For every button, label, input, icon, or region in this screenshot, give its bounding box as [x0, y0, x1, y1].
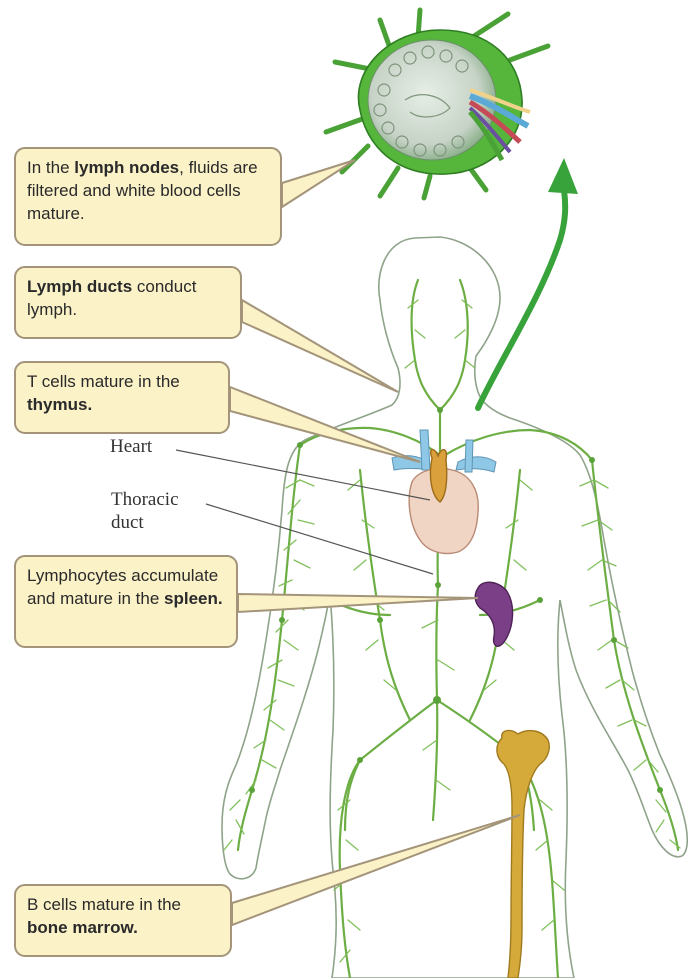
- node-arrow-head: [548, 158, 578, 194]
- thoracic-duct-label-line2: duct: [111, 511, 144, 534]
- callout-spleen: Lymphocytes accumulate and mature in the…: [14, 555, 238, 648]
- callout-thymus: T cells mature in the thymus.: [14, 361, 230, 434]
- callout-bone-marrow: B cells mature in the bone marrow.: [14, 884, 232, 957]
- callout-lymph-ducts: Lymph ducts conduct lymph.: [14, 266, 242, 339]
- callout-lymph-nodes: In the lymph nodes, fluids are filtered …: [14, 147, 282, 246]
- bone-marrow-text-pre: B cells mature in the: [27, 895, 181, 914]
- lymph-node-detail: [326, 10, 548, 198]
- lymph-nodes-term: lymph nodes: [74, 158, 179, 177]
- lymph-nodes-text-pre: In the: [27, 158, 74, 177]
- thymus-text-pre: T cells mature in the: [27, 372, 180, 391]
- heart-label: Heart: [110, 435, 152, 458]
- thoracic-duct-label-line1: Thoracic: [111, 488, 179, 511]
- thymus-term: thymus.: [27, 395, 92, 414]
- bone-marrow-term: bone marrow.: [27, 918, 138, 937]
- spleen-term: spleen.: [164, 589, 223, 608]
- lymph-ducts-term: Lymph ducts: [27, 277, 132, 296]
